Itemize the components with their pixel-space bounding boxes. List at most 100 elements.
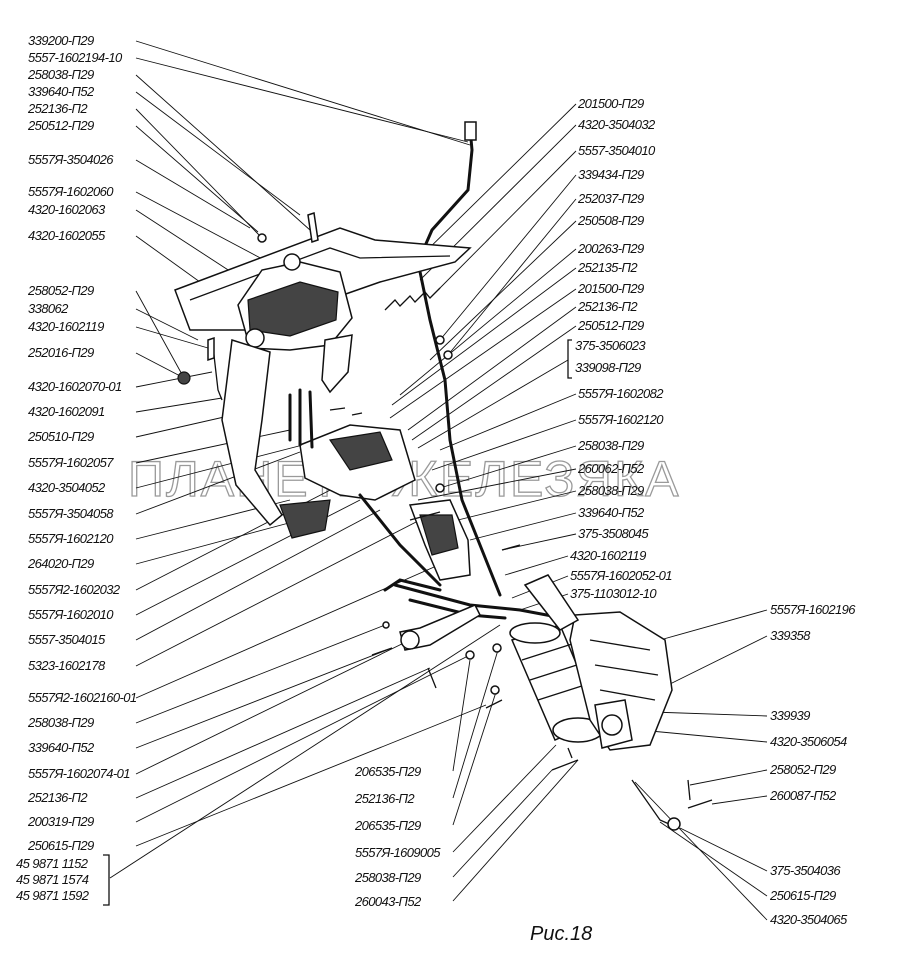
leader-line	[135, 159, 251, 229]
leader-line	[452, 769, 553, 878]
part-label-left-group: 45 9871 1152	[16, 856, 89, 871]
part-label-right-group: 375-3506023	[575, 338, 646, 353]
leader-line	[452, 744, 557, 853]
part-label-left: 5557Я-3504058	[28, 506, 114, 521]
leader-line	[429, 220, 577, 361]
part-label-left: 5557Я2-1602032	[28, 582, 121, 597]
figure-caption: Рис.18	[530, 923, 592, 945]
part-label-right-mid: 5557Я-1602052-01	[570, 568, 672, 583]
part-label-left: 252136-П2	[27, 101, 88, 116]
leader-line	[389, 288, 577, 419]
leader-line	[501, 533, 577, 551]
part-label-left: 264020-П29	[27, 556, 94, 571]
part-label-right-mid: 4320-1602119	[570, 548, 646, 563]
leader-line	[447, 198, 577, 356]
part-label-right-top: 252136-П2	[577, 299, 638, 314]
group-bracket-left	[103, 854, 110, 906]
booster-valve-body	[569, 611, 673, 751]
leader-line	[639, 729, 768, 743]
part-label-left: 4320-1602119	[28, 319, 104, 334]
leader-line	[135, 654, 471, 823]
leader-line	[659, 609, 768, 641]
leader-line	[437, 150, 577, 291]
part-label-left: 5557Я-1602120	[28, 531, 114, 546]
leader-line	[135, 40, 471, 146]
return-spring	[384, 287, 441, 311]
leader-line	[135, 451, 301, 515]
part-label-right-top: 250512-П29	[577, 318, 644, 333]
part-label-left: 338062	[28, 301, 69, 316]
part-label-left: 258038-П29	[27, 67, 94, 82]
part-label-right-top: 4320-3504032	[578, 117, 656, 132]
part-label-left: 5557Я-1602010	[28, 607, 114, 622]
part-label-right-side: 339358	[770, 628, 811, 643]
leader-line	[109, 624, 501, 879]
assembly-illustration	[174, 121, 713, 831]
leader-line	[135, 125, 259, 233]
leader-line	[135, 624, 386, 724]
leader-line	[135, 704, 487, 847]
part-label-left: 4320-1602091	[28, 404, 105, 419]
part-label-bottom: 206535-П29	[354, 818, 421, 833]
part-label-left: 4320-3504052	[28, 480, 106, 495]
leader-line	[679, 827, 768, 872]
part-label-right-side: 375-3504036	[770, 863, 841, 878]
part-label-bottom: 258038-П29	[354, 870, 421, 885]
leader-line	[135, 509, 381, 641]
leader-line	[135, 352, 185, 379]
part-label-right-top: 201500-П29	[577, 96, 644, 111]
part-label-right-side: 4320-3506054	[770, 734, 847, 749]
leader-line	[469, 512, 577, 541]
leader-line	[634, 781, 768, 921]
leader-line	[135, 91, 301, 216]
leader-line	[439, 445, 577, 489]
part-label-bottom: 206535-П29	[354, 764, 421, 779]
part-label-left-group: 45 9871 1574	[16, 872, 89, 887]
leader-line	[457, 490, 577, 521]
part-label-left: 252136-П2	[27, 790, 88, 805]
part-label-right-mid: 5557Я-1602082	[578, 386, 664, 401]
part-label-right-mid: 258038-П29	[577, 483, 644, 498]
part-label-left: 5323-1602178	[28, 658, 106, 673]
part-label-left: 200319-П29	[27, 814, 94, 829]
intermediate-lever	[399, 604, 481, 651]
leader-line	[135, 308, 199, 341]
part-label-right-mid: 339640-П52	[578, 505, 645, 520]
leader-line	[417, 359, 569, 449]
leader-line	[135, 57, 469, 143]
part-label-left: 5557Я2-1602160-01	[28, 690, 137, 705]
part-label-right-side: 258052-П29	[769, 762, 836, 777]
part-label-right-mid: 258038-П29	[577, 438, 644, 453]
part-label-left: 5557Я-1602074-01	[28, 766, 130, 781]
part-label-right-mid: 5557Я-1602120	[578, 412, 664, 427]
part-label-right-mid: 260062-П52	[577, 461, 645, 476]
part-label-left-group: 45 9871 1592	[16, 888, 90, 903]
part-label-left: 4320-1602070-01	[28, 379, 122, 394]
leader-line	[135, 290, 185, 379]
part-label-left: 252016-П29	[27, 345, 94, 360]
leader-line	[135, 647, 393, 749]
part-label-right-side: 4320-3504065	[770, 912, 848, 927]
leader-line	[417, 468, 577, 501]
leader-line	[504, 555, 569, 576]
clutch-pedal-lever	[221, 339, 283, 527]
part-label-right-top: 5557-3504010	[578, 143, 656, 158]
part-label-left: 5557Я-3504026	[28, 152, 114, 167]
part-label-left: 339200-П29	[28, 33, 94, 48]
group-bracket-right	[567, 339, 572, 379]
leader-line	[135, 519, 301, 565]
leader-line	[651, 711, 768, 717]
leader-line	[411, 325, 577, 441]
part-label-right-top: 200263-П29	[577, 241, 644, 256]
leader-line	[452, 659, 471, 772]
part-label-right-side: 339939	[770, 708, 810, 723]
part-label-left: 4320-1602055	[28, 228, 106, 243]
part-label-left: 5557-1602194-10	[28, 50, 123, 65]
part-label-left: 5557Я-1602060	[28, 184, 114, 199]
part-label-right-top: 339434-П29	[578, 167, 644, 182]
part-label-left: 250512-П29	[27, 118, 94, 133]
part-label-right-top: 252135-П2	[577, 260, 638, 275]
part-label-right-top: 201500-П29	[577, 281, 644, 296]
part-label-left: 339640-П52	[28, 84, 95, 99]
leader-line	[452, 691, 497, 826]
